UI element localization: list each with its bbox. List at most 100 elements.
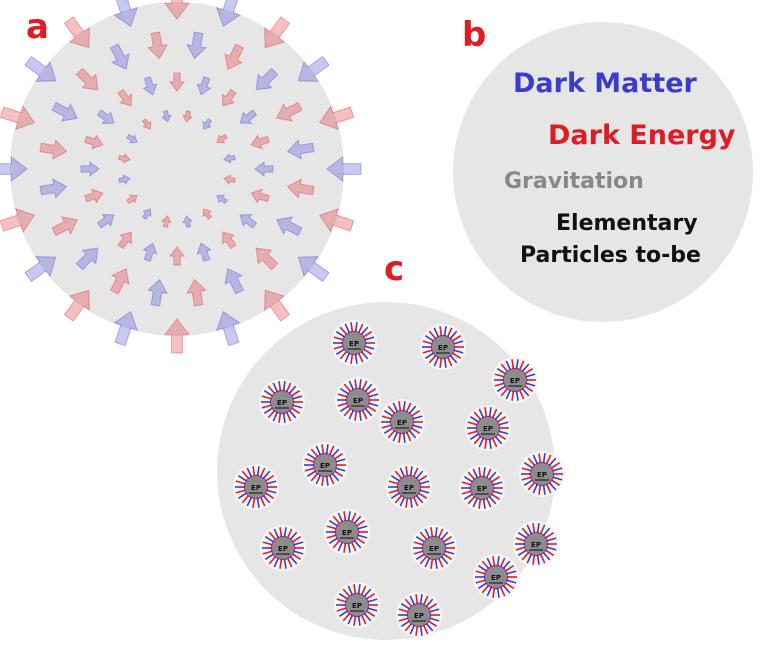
panel-b-circle [453,22,753,322]
inward-arrow [63,16,90,49]
inward-arrow [75,67,99,91]
inward-arrow [141,118,152,130]
inward-arrow [75,247,99,271]
particle-label: EP [353,397,363,405]
inward-arrow [160,110,172,123]
inward-arrow [202,118,213,130]
panel-a-circle [10,2,344,336]
inward-arrow [255,67,279,91]
particle-label: EP [277,399,287,407]
inward-arrow [168,72,186,92]
inward-arrow [215,0,241,28]
inward-arrow [126,194,138,205]
elementary-particle: EP [324,509,370,555]
particle-label: EP [438,344,448,352]
elementary-particle: EP [260,525,306,571]
inward-arrow [141,208,152,220]
panel-a-arrows [0,0,362,354]
particle-label: EP [491,574,501,582]
panel-b-label: b [462,15,487,55]
inward-arrow [297,256,330,283]
inward-arrow [222,231,237,250]
inward-arrow [202,208,213,220]
inward-arrow [318,207,355,233]
inward-arrow [216,133,228,144]
particle-label: EP [251,484,261,492]
elementary-particle: EP [492,357,538,403]
elementary-particle: EP [420,324,466,370]
inward-arrow [196,76,212,96]
inward-arrow [160,215,172,228]
elementary-particle: EP [334,582,380,628]
inward-arrow [297,55,330,82]
inward-arrow [142,242,158,262]
inward-arrow [109,268,130,295]
inward-arrow [147,278,168,307]
inward-arrow [186,278,207,307]
inward-arrow [109,43,130,70]
dark-energy-label: Dark Energy [548,120,736,151]
inward-arrow [51,216,78,237]
inward-arrow [118,174,131,186]
inward-arrow [24,55,57,82]
inward-arrow [276,216,303,237]
inward-arrow [250,188,270,204]
particle-label: EP [397,419,407,427]
inward-arrow [276,101,303,122]
particle-label: EP [352,602,362,610]
inward-arrow [168,246,186,266]
inward-arrow [223,174,236,186]
particle-label: EP [477,485,487,493]
inward-arrow [39,139,68,160]
inward-arrow [51,101,78,122]
elementary-particle: EP [302,442,348,488]
inward-arrow [163,0,191,20]
inward-arrow [239,109,258,124]
elementary-particle: EP [513,521,559,567]
particle-label: EP [483,425,493,433]
elementary-particle: EP [259,379,305,425]
inward-arrow [142,76,158,96]
inward-arrow [186,31,207,60]
particle-label: EP [537,471,547,479]
inward-arrow [0,105,36,131]
elementary-particle: EP [335,377,381,423]
elementary-particle: EP [233,464,279,510]
inward-arrow [126,133,138,144]
elementary-particle: EP [519,451,565,497]
elementary-particle: EP [459,465,505,511]
inward-arrow [215,310,241,347]
inward-arrow [196,242,212,262]
inward-arrow [255,247,279,271]
inward-arrow [286,178,315,199]
inward-arrow [182,110,194,123]
particle-label: EP [429,545,439,553]
inward-arrow [224,268,245,295]
elementary-particle: EP [411,525,457,571]
particle-label: EP [349,340,359,348]
inward-arrow [117,88,132,107]
particle-label: EP [278,545,288,553]
inward-arrow [223,152,236,164]
inward-arrow [326,155,362,183]
inward-arrow [113,310,139,347]
inward-arrow [0,155,28,183]
panel-a-label: a [26,7,49,47]
inward-arrow [250,134,270,150]
elementary-particle: EP [465,405,511,451]
gravitation-label: Gravitation [504,169,644,194]
inward-arrow [216,194,228,205]
inward-arrow [24,256,57,283]
particle-label: EP [531,541,541,549]
inward-arrow [147,31,168,60]
inward-arrow [84,134,104,150]
panel-c-label: c [384,249,405,289]
inward-arrow [239,214,258,229]
inward-arrow [0,207,36,233]
inward-arrow [224,43,245,70]
inward-arrow [182,215,194,228]
elementary-particles-label-line2: Particles to-be [520,243,701,268]
inward-arrow [286,139,315,160]
